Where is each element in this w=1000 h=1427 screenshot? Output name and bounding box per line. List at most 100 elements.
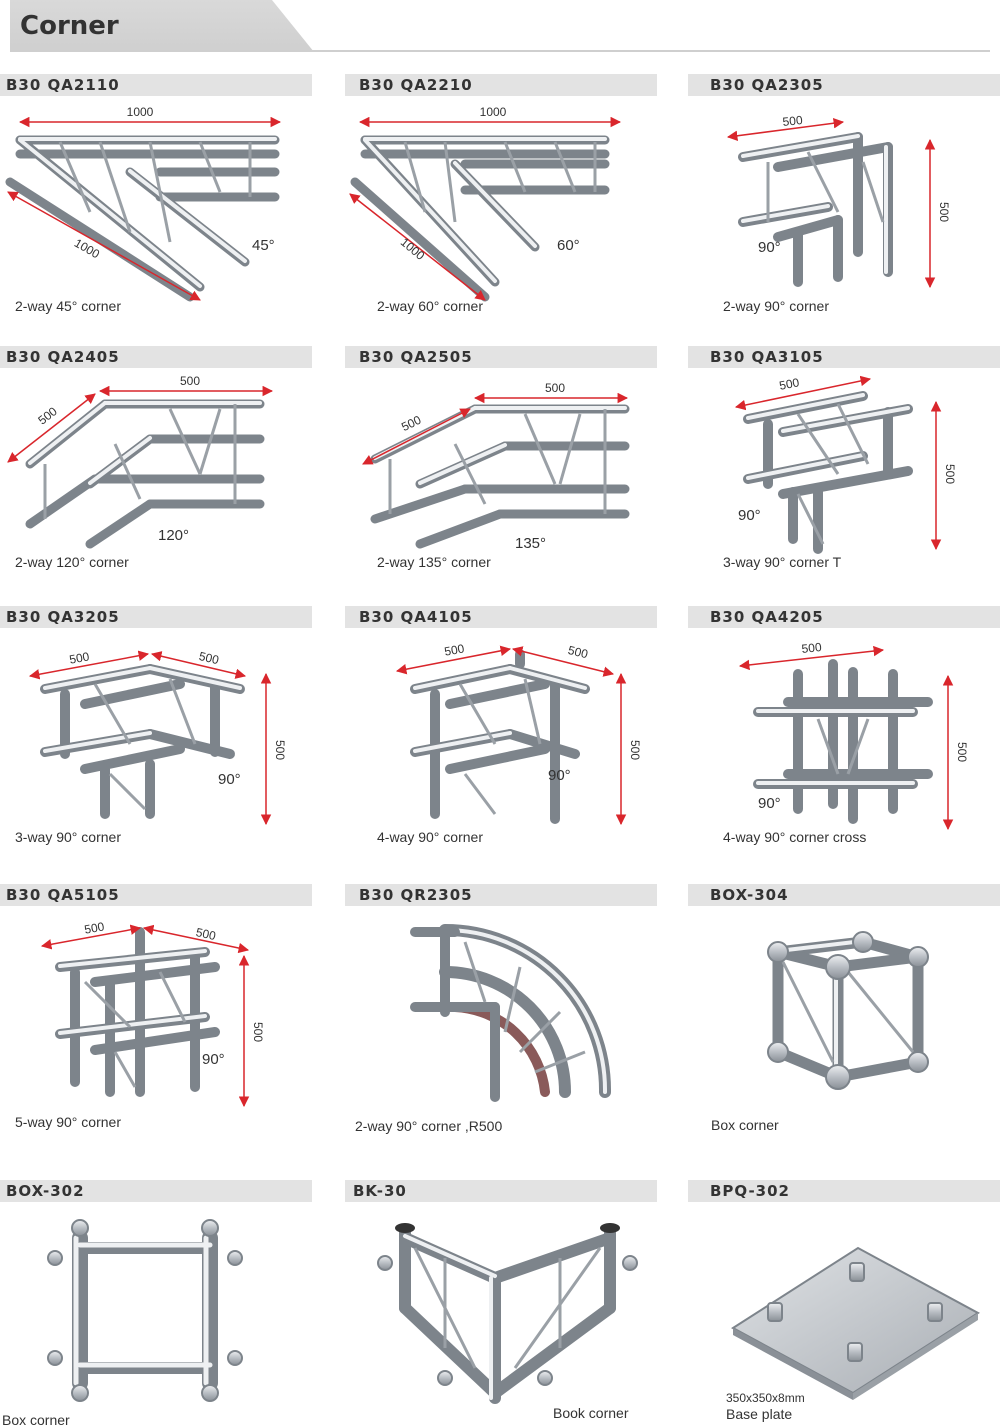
product-code-bar: B30 QA2505: [345, 346, 657, 368]
product-code-bar: B30 QA2210: [345, 74, 657, 96]
product-sub-caption: 350x350x8mm: [726, 1391, 805, 1405]
angle-label: 90°: [758, 795, 781, 812]
dimension-label: 1000: [127, 105, 154, 119]
product-card-qa3205: B30 QA3205 500 500 500 90° 3-way 90° cor…: [0, 606, 312, 856]
angle-label: 120°: [158, 527, 189, 544]
product-card-bpq302: BPQ-302 350x350x8mm Base plate: [688, 1180, 1000, 1427]
truss-illustration: 500 500 135°: [362, 381, 630, 552]
dimension-label: 500: [801, 640, 823, 656]
product-card-qa2505: B30 QA2505 500 500 135° 2-way 135° corne…: [345, 346, 657, 596]
dimension-label: 500: [955, 742, 969, 762]
product-caption: 3-way 90° corner T: [723, 554, 842, 570]
dimension-label: 500: [937, 202, 951, 222]
product-code-bar: B30 QA4205: [688, 606, 1000, 628]
product-code-bar: B30 QR2305: [345, 884, 657, 906]
dimension-label: 500: [943, 464, 957, 484]
product-code: B30 QA3105: [710, 348, 824, 366]
product-code: BOX-302: [6, 1182, 85, 1200]
product-code: B30 QA2305: [710, 76, 824, 94]
dimension-label: 500: [198, 649, 221, 667]
product-card-qa2210: B30 QA2210 1000 1000 60° 2-way 60° corne…: [345, 74, 657, 324]
product-code-bar: BOX-304: [688, 884, 1000, 906]
dimension-label: 500: [567, 643, 590, 662]
product-code-bar: BOX-302: [0, 1180, 312, 1202]
product-caption: 2-way 135° corner: [377, 554, 491, 570]
product-card-qr2305: B30 QR2305 2-way 90° corner ,R500: [345, 884, 657, 1134]
truss-illustration: 1000 1000 45°: [5, 105, 282, 302]
product-code-bar: B30 QA4105: [345, 606, 657, 628]
product-caption: Box corner: [711, 1117, 779, 1133]
product-code: B30 QA2505: [359, 348, 473, 366]
truss-illustration: 500 500 90°: [734, 375, 957, 554]
truss-illustration: 500 500 90°: [726, 113, 951, 289]
product-code: BOX-304: [710, 886, 789, 904]
product-caption: 2-way 60° corner: [377, 298, 483, 314]
product-card-bk30: BK-30 Book corner: [345, 1180, 657, 1427]
dimension-label: 500: [195, 925, 218, 943]
dimension-label: 500: [399, 413, 423, 435]
header-rule: [312, 50, 990, 52]
truss-illustration: 500 500 500 90°: [28, 649, 287, 826]
product-card-qa2110: B30 QA2110 1000 1000 45° 2-way 45° corne…: [0, 74, 312, 324]
product-card-qa3105: B30 QA3105 500 500 90° 3-way 90° corner …: [688, 346, 1000, 596]
product-card-qa2305: B30 QA2305 500 500 90° 2-way 90° corner: [688, 74, 1000, 324]
product-caption: 5-way 90° corner: [15, 1114, 121, 1130]
product-code: B30 QR2305: [359, 886, 473, 904]
product-caption: 2-way 120° corner: [15, 554, 129, 570]
truss-illustration: [410, 924, 612, 1102]
angle-label: 90°: [738, 507, 761, 524]
product-code-bar: B30 QA2305: [688, 74, 1000, 96]
angle-label: 60°: [557, 237, 580, 254]
product-code-bar: B30 QA3205: [0, 606, 312, 628]
product-caption: 2-way 45° corner: [15, 298, 121, 314]
dimension-label: 500: [443, 641, 465, 658]
truss-illustration: 500 500 120°: [7, 374, 274, 549]
box-corner-illustration: [767, 931, 929, 1090]
product-caption: Box corner: [2, 1412, 70, 1427]
dimension-label: 500: [778, 375, 801, 393]
product-caption: 4-way 90° corner: [377, 829, 483, 845]
dimension-label: 500: [273, 740, 287, 760]
product-code: B30 QA2405: [6, 348, 120, 366]
product-code: BK-30: [353, 1182, 407, 1200]
truss-illustration: 500 500 500 90°: [395, 641, 642, 826]
dimension-label: 500: [782, 113, 804, 129]
dimension-label: 500: [628, 740, 642, 760]
product-code: B30 QA3205: [6, 608, 120, 626]
page-header: Corner: [0, 0, 1000, 56]
product-code-bar: B30 QA2110: [0, 74, 312, 96]
product-code: B30 QA4105: [359, 608, 473, 626]
product-caption: Base plate: [726, 1406, 793, 1422]
product-code: B30 QA4205: [710, 608, 824, 626]
product-code-bar: BK-30: [345, 1180, 657, 1202]
angle-label: 90°: [758, 239, 781, 256]
dimension-label: 1000: [480, 105, 507, 119]
angle-label: 90°: [548, 767, 571, 784]
dimension-label: 500: [180, 374, 200, 388]
dimension-label: 500: [251, 1022, 265, 1042]
angle-label: 45°: [252, 237, 275, 254]
dimension-label: 500: [83, 919, 105, 936]
product-card-qa2405: B30 QA2405 500 500 120° 2-way 120° corne…: [0, 346, 312, 596]
product-code-bar: BPQ-302: [688, 1180, 1000, 1202]
product-caption: 2-way 90° corner: [723, 298, 829, 314]
product-code: BPQ-302: [710, 1182, 790, 1200]
angle-label: 90°: [218, 771, 241, 788]
dimension-label: 500: [545, 381, 565, 395]
product-code: B30 QA2210: [359, 76, 473, 94]
truss-illustration: 500 500 90°: [738, 640, 969, 831]
product-code-bar: B30 QA2405: [0, 346, 312, 368]
product-card-qa4205: B30 QA4205 500 500 90° 4-way 90° corner …: [688, 606, 1000, 856]
product-code: B30 QA2110: [6, 76, 120, 94]
truss-illustration: 500 500 500 90°: [40, 919, 265, 1108]
base-plate-illustration: [731, 1246, 980, 1400]
page-title: Corner: [20, 11, 119, 41]
dimension-label: 500: [68, 649, 90, 666]
book-corner-illustration: [377, 1223, 638, 1404]
product-card-qa5105: B30 QA5105 500 500 500 90° 5-way 90° cor…: [0, 884, 312, 1134]
product-caption: 2-way 90° corner ,R500: [355, 1118, 503, 1134]
product-card-box302: BOX-302 Box corner: [0, 1180, 312, 1427]
header-tab: [10, 0, 314, 52]
truss-illustration: 1000 1000 60°: [349, 105, 622, 302]
product-caption: 3-way 90° corner: [15, 829, 121, 845]
